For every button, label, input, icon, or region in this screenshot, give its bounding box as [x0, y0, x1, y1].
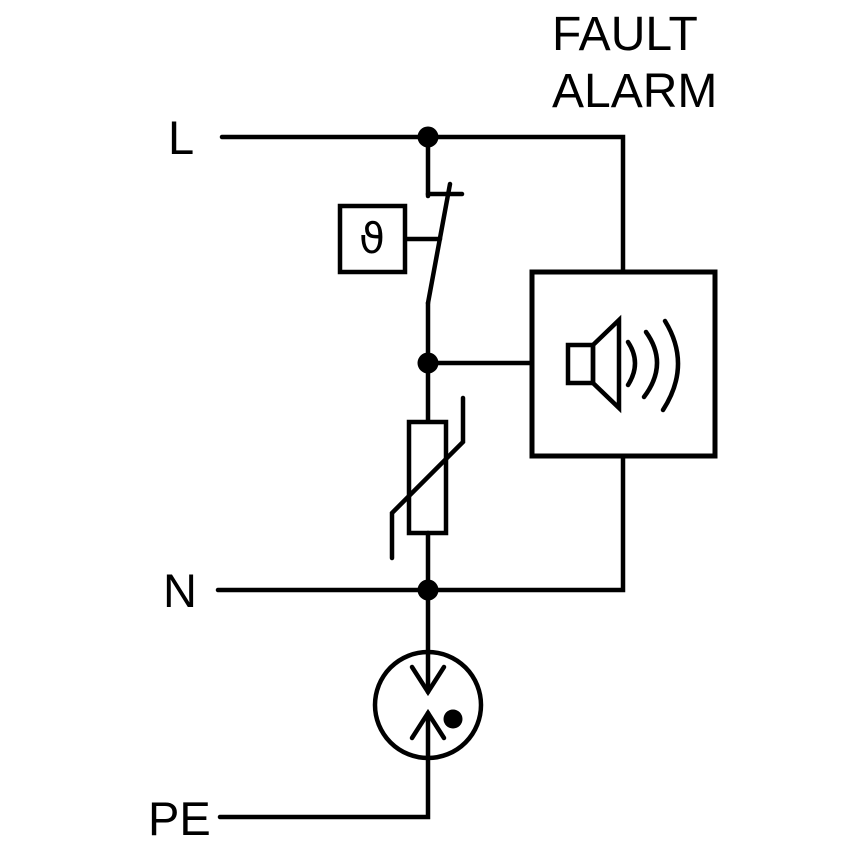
junction-dot-n: [417, 579, 439, 601]
fault-alarm-title-line1: FAULT: [552, 8, 698, 61]
sound-wave-arc-3: [660, 318, 681, 413]
terminal-label-l: L: [168, 111, 194, 164]
spark-gap-top-arrowhead: [409, 664, 447, 697]
terminal-label-n: N: [163, 564, 197, 617]
l-conductor-wire: [219, 134, 626, 275]
varistor-diagonal-stroke: [389, 395, 466, 561]
speaker-icon: [565, 314, 681, 414]
fault-alarm-indicator-box: [529, 269, 718, 459]
thermal-disconnect-switch-icon: ϑ: [337, 134, 465, 366]
speaker-cone: [590, 314, 622, 414]
pe-conductor-wire: [217, 710, 431, 820]
n-conductor-wire: [215, 453, 626, 593]
switch-blade: [425, 181, 453, 306]
gas-filled-indicator-dot: [443, 709, 463, 729]
fault-alarm-title-line2: ALARM: [552, 65, 717, 118]
sound-wave-arc-1: [625, 339, 638, 388]
fault-alarm-indicator: [529, 269, 718, 459]
terminal-label-pe: PE: [148, 792, 211, 845]
varistor-icon: [389, 360, 466, 593]
isolating-spark-gap-icon: [372, 587, 484, 761]
junction-dot-mid: [417, 352, 439, 374]
junction-dot-l: [417, 126, 439, 148]
sound-wave-arc-2: [641, 329, 660, 400]
theta-symbol: ϑ: [359, 214, 385, 263]
thermal-sensor-box: [337, 203, 408, 275]
